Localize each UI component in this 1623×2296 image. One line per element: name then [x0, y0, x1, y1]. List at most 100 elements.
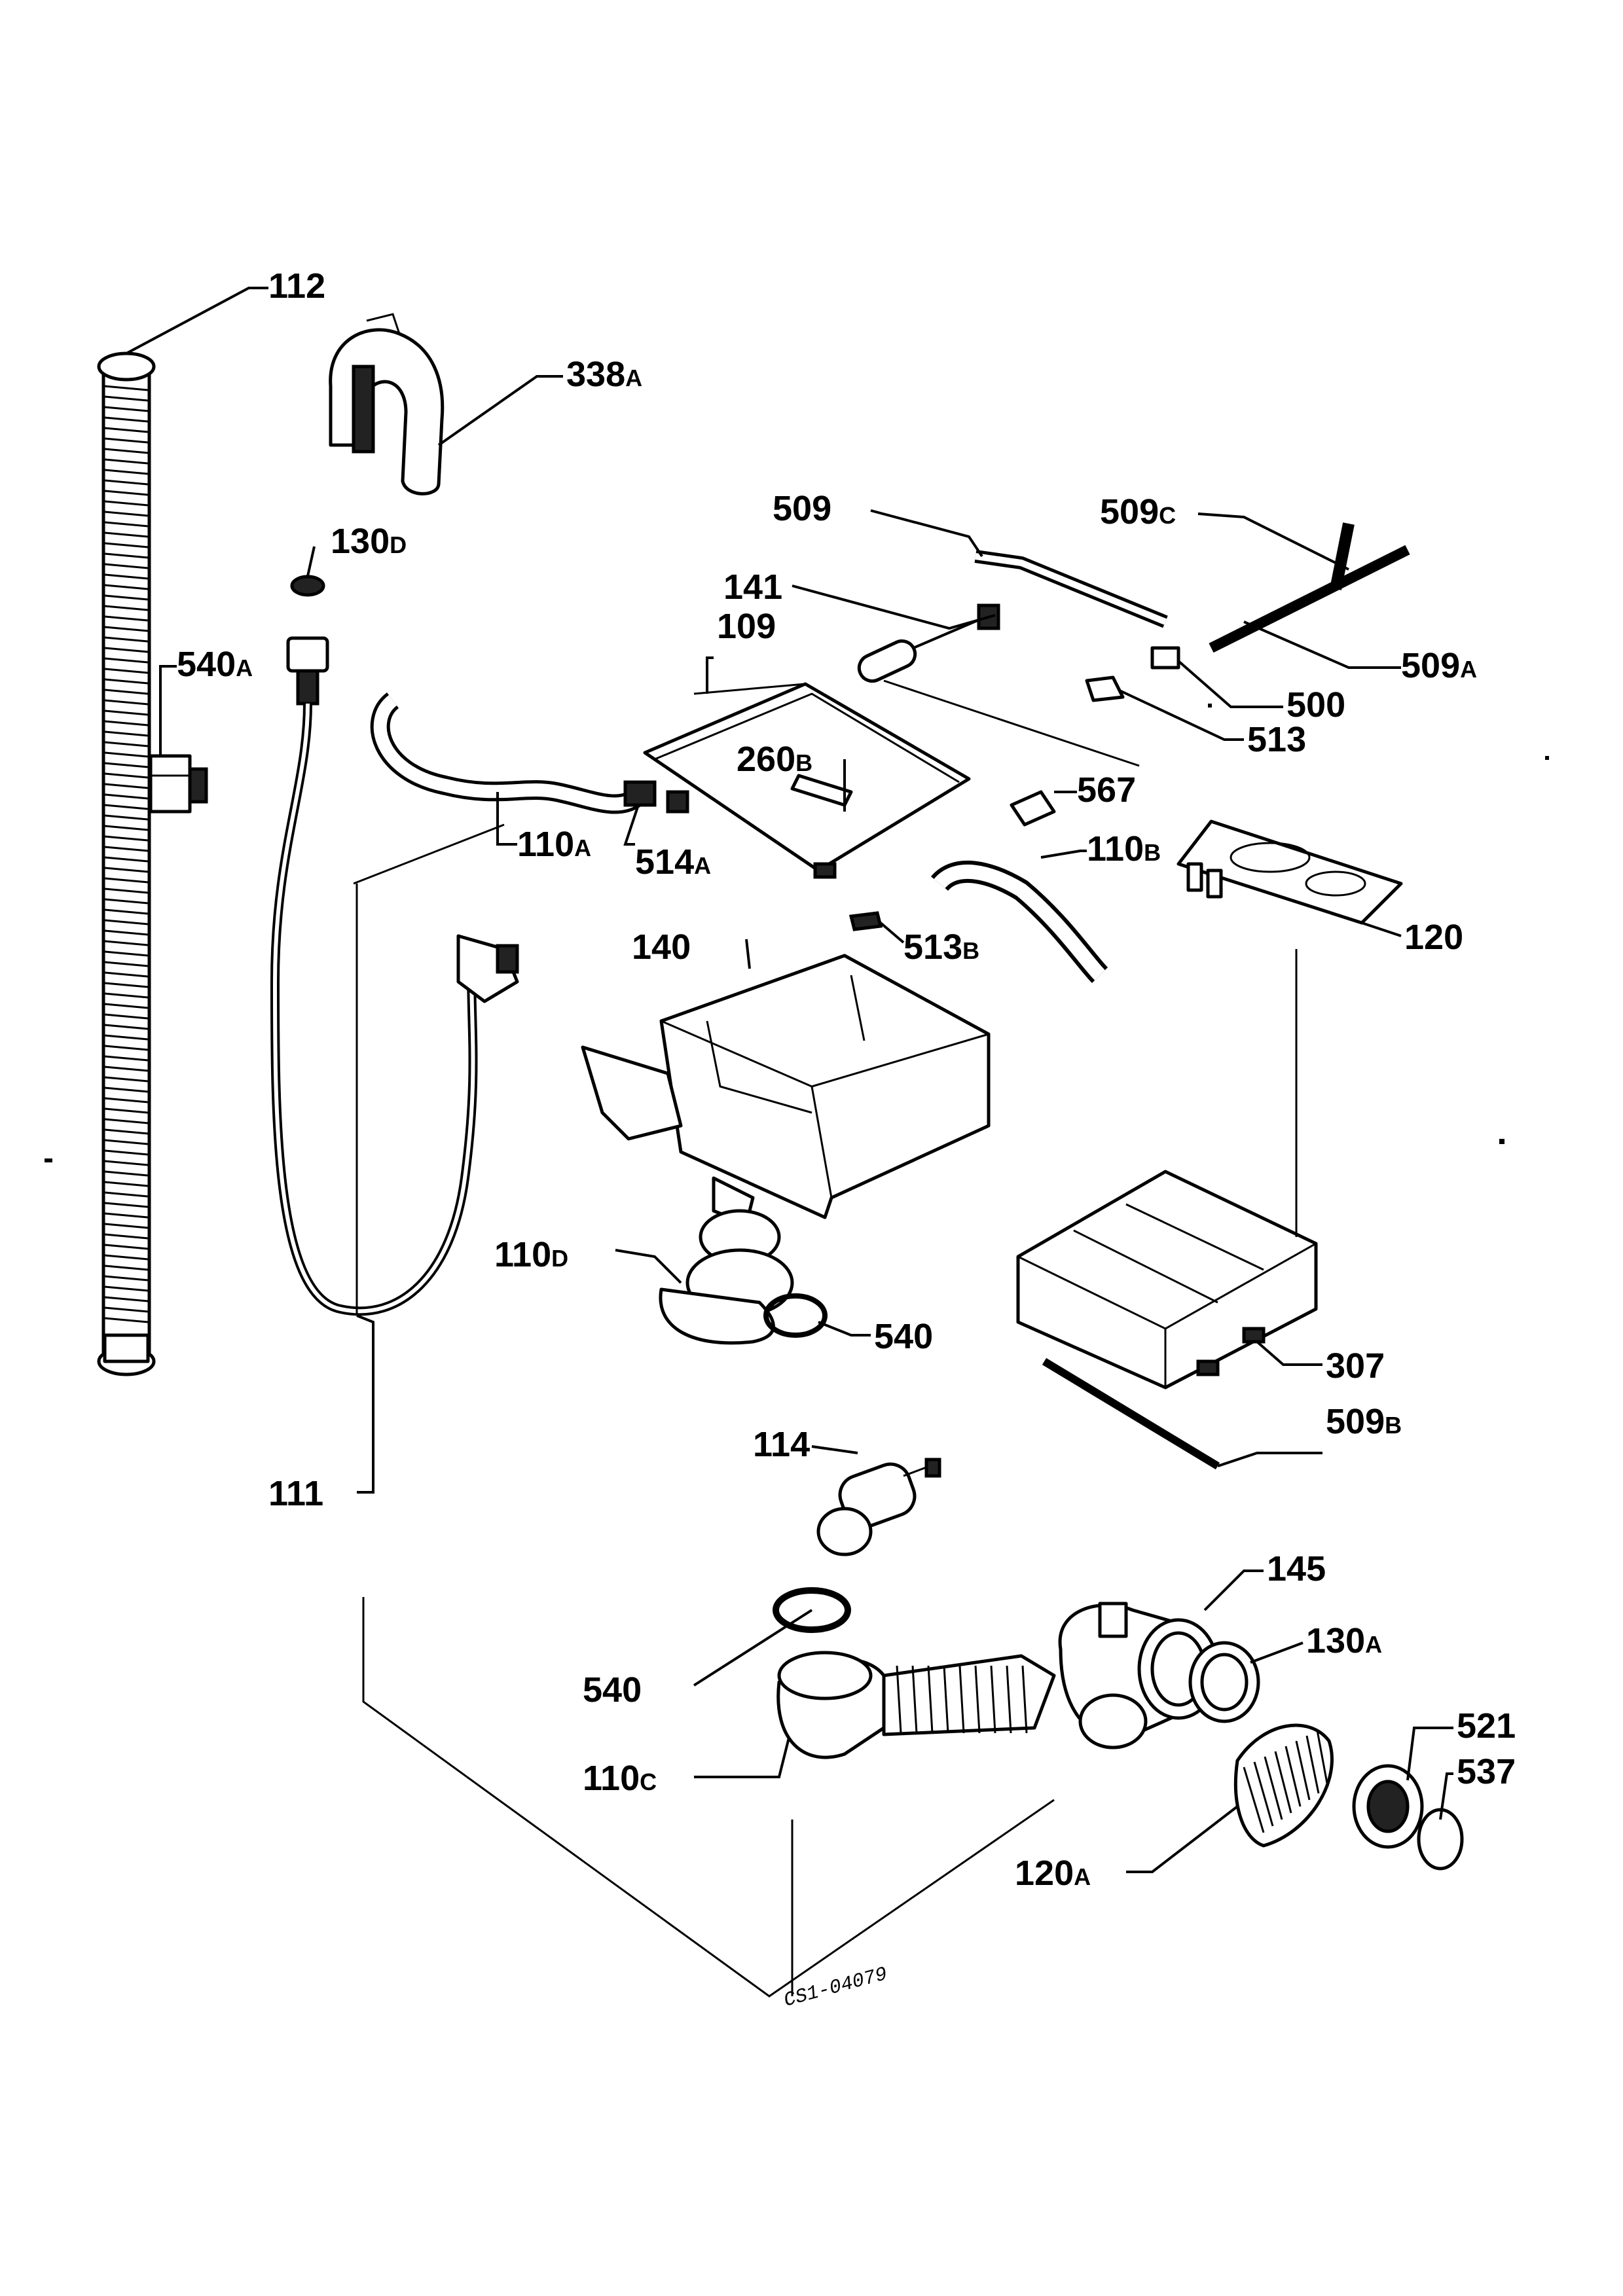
- label-509c: 509C: [1100, 492, 1176, 531]
- corrugation-rib: [104, 982, 149, 988]
- corrugation-rib: [104, 919, 149, 925]
- corrugation-rib: [104, 626, 149, 632]
- part-307-detergent-drawer: [1016, 1170, 1318, 1390]
- corrugation-rib: [104, 971, 149, 978]
- label-540b: 540: [583, 1670, 642, 1710]
- corrugation-rib: [104, 1317, 149, 1323]
- corrugation-rib: [104, 500, 149, 507]
- corrugation-rib: [104, 437, 149, 444]
- corrugation-rib: [104, 584, 149, 590]
- part-537-disc: [1417, 1808, 1464, 1871]
- corrugation-rib: [1006, 1665, 1012, 1734]
- corrugation-rib: [104, 542, 149, 548]
- corrugation-rib: [104, 511, 149, 517]
- corrugation-rib: [104, 961, 149, 967]
- corrugation-rib: [104, 1265, 149, 1271]
- corrugation-rib: [104, 406, 149, 412]
- drawing-reference: CS1-04079: [782, 1964, 890, 2013]
- corrugation-rib: [943, 1665, 949, 1734]
- corrugation-rib: [104, 605, 149, 611]
- corrugation-rib: [896, 1665, 902, 1734]
- corrugation-rib: [104, 1055, 149, 1062]
- label-111: 111: [268, 1474, 323, 1513]
- part-140-dispenser-housing: [581, 954, 991, 1226]
- label-514a: 514A: [635, 842, 711, 882]
- label-110d: 110D: [494, 1235, 568, 1274]
- corrugation-rib: [1295, 1740, 1311, 1801]
- corrugation-rib: [104, 1128, 149, 1135]
- corrugation-rib: [104, 1013, 149, 1020]
- corrugation-rib: [104, 908, 149, 915]
- corrugation-rib: [104, 1076, 149, 1083]
- label-537: 537: [1457, 1752, 1516, 1791]
- part-110b-hose: [930, 860, 1108, 984]
- corrugation-rib: [104, 427, 149, 433]
- label-338a: 338A: [566, 355, 642, 394]
- corrugation-rib: [104, 793, 149, 800]
- label-521: 521: [1457, 1706, 1516, 1746]
- corrugation-rib: [104, 385, 149, 391]
- corrugation-rib: [104, 814, 149, 821]
- corrugation-rib: [958, 1665, 965, 1734]
- leader-lines: [126, 287, 1453, 1873]
- corrugation-rib: [104, 1212, 149, 1219]
- corrugation-rib: [1274, 1751, 1292, 1814]
- corrugation-rib: [104, 888, 149, 894]
- corrugation-rib: [104, 1233, 149, 1240]
- corrugation-rib: [1264, 1756, 1283, 1820]
- part-120-drawer-lid: [1176, 819, 1403, 925]
- label-509: 509: [773, 489, 831, 528]
- part-500-clip: [1085, 646, 1180, 702]
- corrugation-rib: [104, 636, 149, 643]
- corrugation-rib: [104, 668, 149, 674]
- label-130a: 130A: [1306, 1621, 1382, 1660]
- part-567-clip: [1010, 790, 1056, 827]
- corrugation-rib: [104, 1024, 149, 1030]
- label-141: 141: [723, 567, 782, 607]
- corrugation-rib: [104, 395, 149, 402]
- label-509b: 509B: [1326, 1402, 1402, 1441]
- corrugation-rib: [927, 1665, 934, 1734]
- corrugation-rib: [104, 825, 149, 831]
- corrugation-rib: [104, 1086, 149, 1093]
- corrugation-rib: [104, 772, 149, 779]
- corrugation-rib: [104, 1191, 149, 1198]
- corrugation-rib: [104, 1296, 149, 1302]
- corrugation-rib: [104, 552, 149, 559]
- label-145: 145: [1267, 1549, 1326, 1588]
- corrugation-rib: [1285, 1746, 1302, 1807]
- corrugation-rib: [104, 751, 149, 758]
- part-509c-cross-bar: [1209, 522, 1410, 653]
- corrugation-rib: [104, 573, 149, 580]
- corrugation-rib: [104, 1097, 149, 1103]
- label-110c: 110C: [583, 1759, 657, 1798]
- corrugation-rib: [104, 992, 149, 999]
- corrugation-rib: [104, 479, 149, 486]
- part-540-clamp: [763, 1293, 828, 1338]
- corrugation-rib: [104, 1254, 149, 1261]
- label-509a: 509A: [1401, 646, 1477, 685]
- corrugation-rib: [104, 448, 149, 454]
- corrugation-rib: [104, 1045, 149, 1051]
- assembly-guide-lines: [353, 679, 1298, 1998]
- scan-specks: [45, 704, 1549, 1162]
- part-514a-fitting: [623, 780, 657, 807]
- corrugation-rib: [104, 1223, 149, 1229]
- part-130a-seal: [1188, 1641, 1260, 1723]
- part-509-bar: [974, 550, 1168, 628]
- corrugation-rib: [104, 940, 149, 946]
- corrugation-rib: [104, 741, 149, 747]
- label-109: 109: [717, 607, 776, 646]
- corrugation-rib: [1243, 1767, 1265, 1833]
- label-540: 540: [874, 1317, 933, 1356]
- label-500: 500: [1286, 685, 1345, 725]
- part-110a-hose: [370, 692, 641, 814]
- part-130d-washer: [290, 575, 325, 597]
- label-307: 307: [1326, 1346, 1385, 1386]
- corrugation-rib: [104, 1066, 149, 1072]
- label-140: 140: [632, 927, 691, 967]
- corrugation-rib: [104, 1003, 149, 1009]
- label-120a: 120A: [1015, 1854, 1091, 1893]
- corrugation-rib: [104, 709, 149, 716]
